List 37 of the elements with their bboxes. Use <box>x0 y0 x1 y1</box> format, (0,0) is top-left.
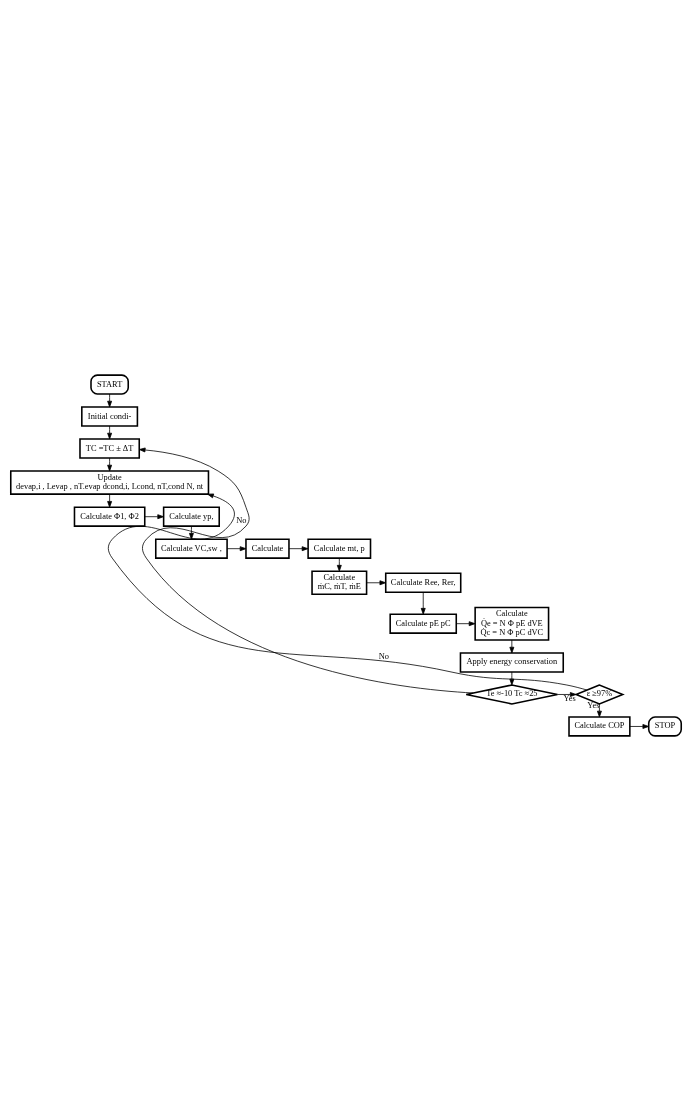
node-box: Calculate mt, p <box>307 538 372 559</box>
arrow <box>366 580 387 586</box>
node-box: Initial condi- <box>81 406 139 427</box>
arrow <box>629 724 650 729</box>
node-box: TC =TC ± ΔT <box>79 438 141 459</box>
node-box: Calculate VC,sw , <box>154 538 228 559</box>
arrow <box>509 639 515 654</box>
arrow <box>556 692 577 697</box>
node-box: Calculate Φ1, Φ2 <box>73 506 146 527</box>
arrow <box>107 493 113 508</box>
edge-label: No <box>236 515 247 525</box>
arrow <box>138 447 474 694</box>
node-box: Calculate pE pC <box>389 613 458 634</box>
node-box: Calculate yp, <box>162 506 220 527</box>
arrow <box>420 591 426 615</box>
node-box: Calculate COP <box>568 716 631 737</box>
node-box: Calculate Q̇e = N Φ pE dVE Q̇c = N Φ pC dVC <box>474 606 550 641</box>
node-box: STOP <box>647 716 683 737</box>
arrow <box>455 621 476 627</box>
node-box: START <box>90 374 129 395</box>
node-box: Calculate ṁC, ṁT, ṁE <box>311 570 368 596</box>
arrow <box>107 457 113 472</box>
arrow <box>226 546 247 552</box>
arrow <box>144 514 164 520</box>
node-box: Apply energy conservation <box>459 652 565 673</box>
arrow <box>107 425 113 440</box>
node-box: Update devap,i , Levap , nT.evap dcond,i, Lcond, nT,cond N, nt <box>9 470 210 495</box>
edge-label: No <box>378 651 389 661</box>
arrow <box>107 493 588 691</box>
node-box: Calculate Ree, Rer, <box>384 572 462 593</box>
edge-label: Yes <box>563 694 576 704</box>
arrow <box>336 557 342 572</box>
arrow <box>107 393 113 408</box>
arrow <box>509 671 515 686</box>
arrow <box>189 525 194 540</box>
arrow <box>288 546 309 552</box>
node-box: Calculate <box>245 538 290 559</box>
